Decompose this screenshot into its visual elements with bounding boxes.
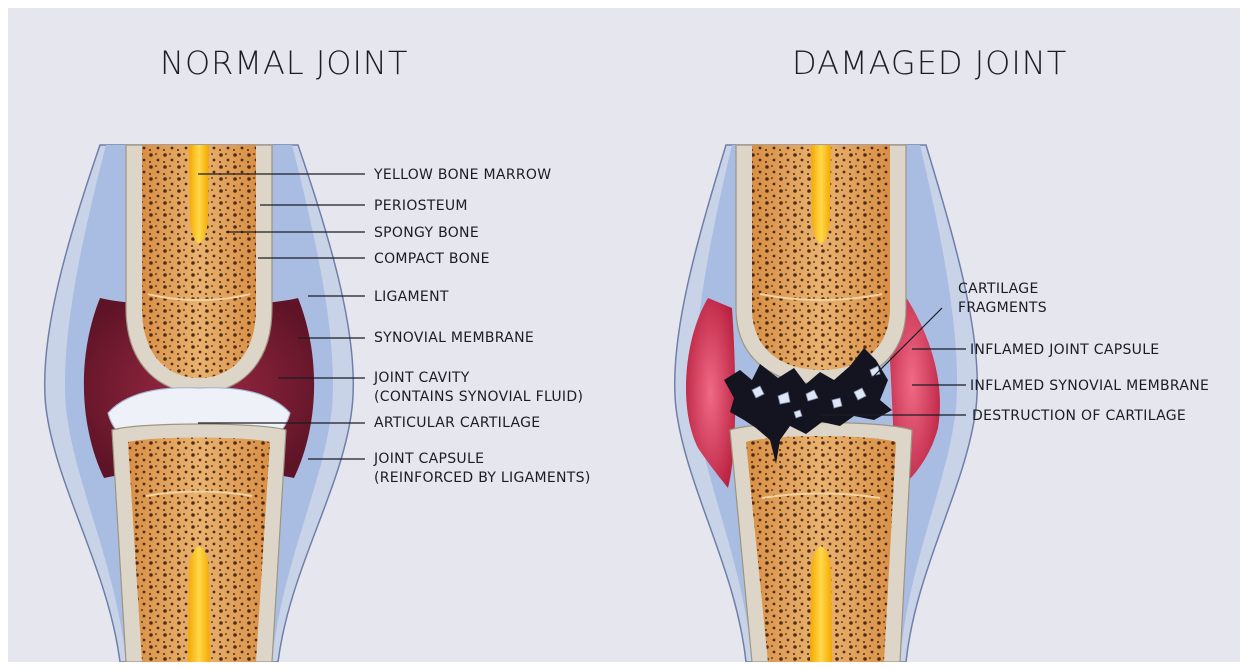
label-inflamed-synovial-membrane: INFLAMED SYNOVIAL MEMBRANE (970, 377, 1209, 396)
label-yellow-bone-marrow: YELLOW BONE MARROW (374, 166, 551, 185)
lower-marrow (188, 546, 210, 662)
damaged-upper-marrow (811, 145, 831, 244)
label-cartilage-fragments-2: FRAGMENTS (958, 299, 1047, 318)
joint-illustrations (8, 8, 1240, 662)
damaged-lower-marrow (810, 546, 832, 662)
label-joint-capsule: JOINT CAPSULE (374, 450, 484, 469)
label-compact-bone: COMPACT BONE (374, 250, 490, 269)
label-joint-cavity: JOINT CAVITY (374, 369, 470, 388)
label-joint-capsule-note: (REINFORCED BY LIGAMENTS) (374, 469, 591, 488)
normal-joint-title: NORMAL JOINT (160, 44, 408, 82)
normal-joint (45, 145, 354, 662)
label-inflamed-joint-capsule: INFLAMED JOINT CAPSULE (970, 341, 1159, 360)
damaged-joint (675, 145, 978, 662)
label-spongy-bone: SPONGY BONE (374, 224, 479, 243)
label-destruction-of-cartilage: DESTRUCTION OF CARTILAGE (972, 407, 1186, 426)
damaged-joint-title: DAMAGED JOINT (792, 44, 1067, 82)
label-ligament: LIGAMENT (374, 288, 449, 307)
label-articular-cartilage: ARTICULAR CARTILAGE (374, 414, 540, 433)
upper-marrow (189, 145, 209, 244)
label-synovial-membrane: SYNOVIAL MEMBRANE (374, 329, 534, 348)
label-periosteum: PERIOSTEUM (374, 197, 468, 216)
label-joint-cavity-note: (CONTAINS SYNOVIAL FLUID) (374, 388, 583, 407)
diagram-panel: NORMAL JOINT DAMAGED JOINT YELLOW BONE M… (8, 8, 1240, 662)
label-cartilage-fragments: CARTILAGE (958, 280, 1039, 299)
